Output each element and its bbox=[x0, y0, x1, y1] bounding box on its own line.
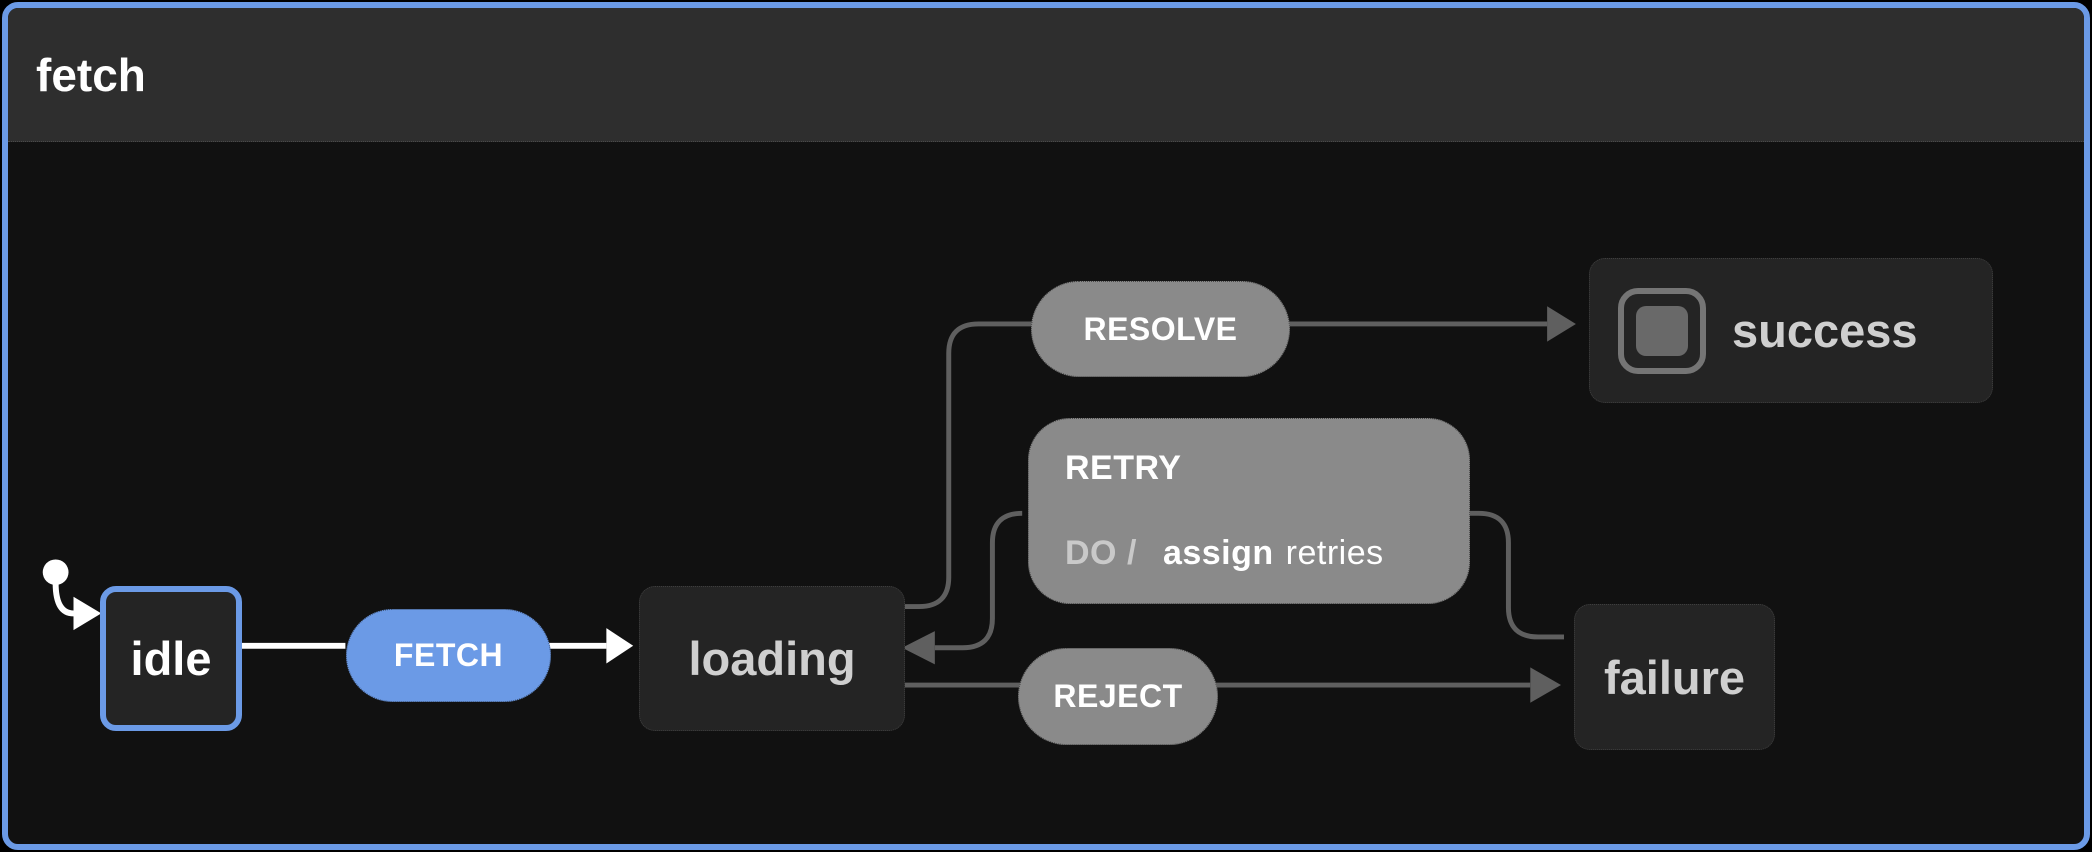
state-idle[interactable]: idle bbox=[100, 586, 242, 731]
state-loading-label: loading bbox=[688, 632, 856, 685]
retry-action-separator: / bbox=[1127, 534, 1137, 572]
final-state-icon-inner bbox=[1636, 305, 1688, 356]
event-reject-label: REJECT bbox=[1053, 678, 1183, 714]
event-retry-label: RETRY bbox=[1065, 449, 1182, 487]
retry-action-arg: retries bbox=[1285, 534, 1384, 572]
final-state-icon bbox=[1618, 287, 1706, 374]
event-reject[interactable]: REJECT bbox=[1018, 648, 1218, 745]
event-resolve-label: RESOLVE bbox=[1083, 310, 1238, 347]
state-success-label: success bbox=[1732, 304, 1918, 357]
machine-header: fetch bbox=[8, 8, 2084, 142]
state-failure[interactable]: failure bbox=[1574, 604, 1775, 750]
event-fetch[interactable]: FETCH bbox=[346, 609, 551, 702]
edge-loading-reject-failure bbox=[896, 667, 1562, 703]
state-loading[interactable]: loading bbox=[639, 586, 905, 731]
machine-title: fetch bbox=[36, 48, 146, 101]
event-retry-action: DO / assign retries bbox=[1065, 534, 1384, 573]
state-failure-label: failure bbox=[1603, 650, 1746, 704]
retry-action-keyword: DO bbox=[1065, 534, 1117, 572]
state-success[interactable]: success bbox=[1589, 258, 1993, 403]
state-idle-label: idle bbox=[130, 632, 212, 685]
retry-action-name: assign bbox=[1162, 534, 1274, 572]
event-resolve[interactable]: RESOLVE bbox=[1031, 281, 1290, 377]
event-fetch-label: FETCH bbox=[393, 637, 504, 673]
event-retry[interactable]: RETRY DO / assign retries bbox=[1028, 418, 1470, 604]
initial-state-marker bbox=[42, 559, 102, 631]
